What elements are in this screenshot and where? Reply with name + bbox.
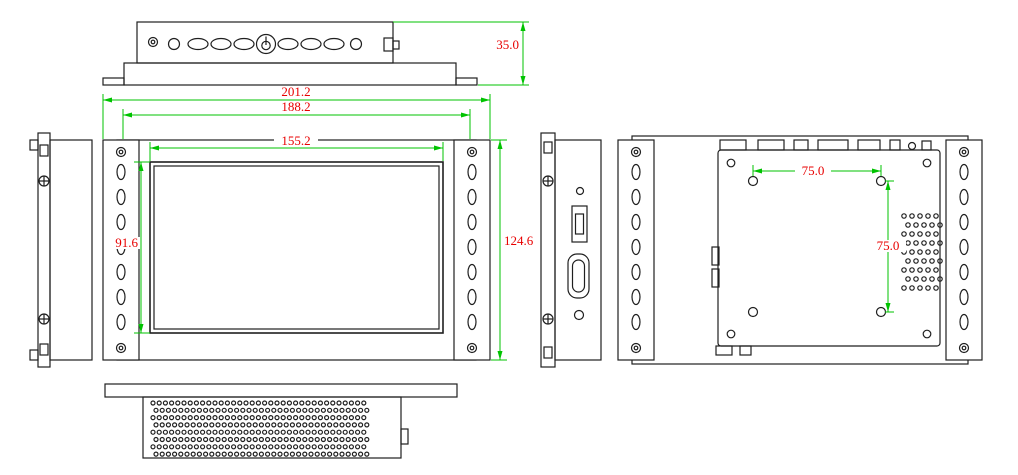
top-left-flange-tab bbox=[102, 77, 125, 86]
io-connector bbox=[921, 140, 932, 151]
left-cross-screws bbox=[38, 175, 50, 325]
usb-port-tongue bbox=[574, 213, 585, 235]
control-button-round bbox=[349, 37, 363, 51]
control-button-round bbox=[167, 37, 181, 51]
dim-display-width-lines bbox=[149, 142, 444, 161]
top-screw-hole bbox=[147, 36, 159, 48]
dim-vesa-vertical-label: 75.0 bbox=[877, 238, 900, 253]
dim-overall-width-lines bbox=[102, 94, 491, 139]
control-button bbox=[323, 37, 345, 51]
corner-screw bbox=[726, 158, 736, 168]
usb-port bbox=[571, 205, 588, 243]
dim-frame-width-lines bbox=[122, 109, 471, 139]
bottom-right-nub bbox=[400, 428, 409, 445]
front-right-bracket bbox=[453, 139, 491, 361]
dim-depth-label: 35.0 bbox=[496, 37, 519, 52]
power-button bbox=[255, 33, 277, 55]
dim-display-height-label: 91.6 bbox=[115, 235, 138, 250]
side-hole-top bbox=[575, 186, 585, 196]
io-connector bbox=[889, 139, 901, 151]
vent-hole-grid bbox=[150, 400, 370, 457]
vga-port bbox=[567, 253, 590, 299]
rear-top-connectors bbox=[719, 139, 932, 151]
rear-bottom-port bbox=[715, 345, 733, 356]
corner-screw bbox=[922, 158, 932, 168]
display-area-outer bbox=[149, 161, 444, 334]
dim-frame-width-label: 188.2 bbox=[281, 99, 310, 114]
dimension-text-masks bbox=[105, 135, 906, 252]
front-right-bracket-slots bbox=[467, 163, 477, 331]
dim-vesa-horizontal-label: 75.0 bbox=[802, 163, 825, 178]
rear-left-bracket-slots bbox=[631, 163, 641, 331]
dim-overall-width-label: 201.2 bbox=[281, 84, 310, 99]
vesa-hole bbox=[747, 175, 759, 187]
vga-port-inner bbox=[571, 259, 586, 293]
display-area-inner bbox=[153, 165, 440, 330]
io-connector bbox=[793, 139, 809, 151]
left-body bbox=[49, 139, 93, 361]
rear-right-bracket bbox=[945, 139, 983, 361]
front-left-bracket-screws bbox=[115, 146, 127, 354]
right-plate-slot bbox=[543, 141, 553, 154]
corner-screw bbox=[726, 329, 736, 339]
rear-left-bracket-screws bbox=[630, 146, 642, 354]
top-right-flange-tab bbox=[455, 77, 478, 86]
io-connector bbox=[757, 139, 785, 151]
rear-left-bracket bbox=[617, 139, 655, 361]
bottom-body bbox=[142, 396, 402, 459]
left-plate-slot bbox=[39, 144, 49, 157]
vesa-hole bbox=[747, 306, 759, 318]
front-right-bracket-screws bbox=[466, 146, 478, 354]
control-button bbox=[300, 37, 322, 51]
io-jack bbox=[907, 141, 917, 151]
rear-bottom-port bbox=[739, 345, 752, 356]
control-button bbox=[277, 37, 299, 51]
right-plate-slot bbox=[543, 346, 553, 359]
dimension-labels: 35.0 201.2 188.2 155.2 91.6 124.6 75.0 7… bbox=[115, 37, 899, 253]
top-right-connector-nub bbox=[392, 40, 400, 50]
right-body bbox=[554, 139, 602, 361]
rear-side-slot bbox=[711, 246, 720, 266]
top-base-bar bbox=[123, 62, 457, 86]
right-cross-screws bbox=[542, 175, 554, 325]
rear-right-bracket-screws bbox=[958, 146, 970, 354]
corner-screw bbox=[922, 329, 932, 339]
io-connector bbox=[817, 139, 849, 151]
rear-right-bracket-slots bbox=[959, 163, 969, 331]
dimension-layer bbox=[102, 21, 894, 361]
rear-side-slot bbox=[711, 268, 720, 288]
side-hole-bottom bbox=[573, 309, 585, 321]
power-button-ring bbox=[255, 33, 277, 55]
dim-frame-height-lines bbox=[491, 139, 507, 361]
front-frame bbox=[116, 139, 477, 361]
io-connector bbox=[857, 139, 881, 151]
control-button bbox=[233, 37, 255, 51]
rear-panel-corner-screws bbox=[726, 158, 932, 339]
left-side-view bbox=[29, 132, 93, 368]
dim-frame-height-label: 124.6 bbox=[504, 233, 534, 248]
front-view bbox=[102, 139, 491, 361]
dimension-arrowheads bbox=[103, 22, 891, 360]
left-plate-slot bbox=[39, 343, 49, 356]
io-connector bbox=[719, 139, 747, 151]
right-side-view bbox=[540, 132, 602, 368]
front-left-bracket bbox=[102, 139, 140, 361]
dim-depth-lines bbox=[393, 21, 529, 86]
speaker-grille bbox=[901, 213, 943, 291]
dim-display-width-label: 155.2 bbox=[281, 133, 310, 148]
bottom-view bbox=[104, 383, 458, 459]
control-button bbox=[210, 37, 232, 51]
top-view bbox=[102, 21, 478, 86]
control-button bbox=[187, 37, 209, 51]
dim-display-height-lines bbox=[134, 161, 150, 334]
